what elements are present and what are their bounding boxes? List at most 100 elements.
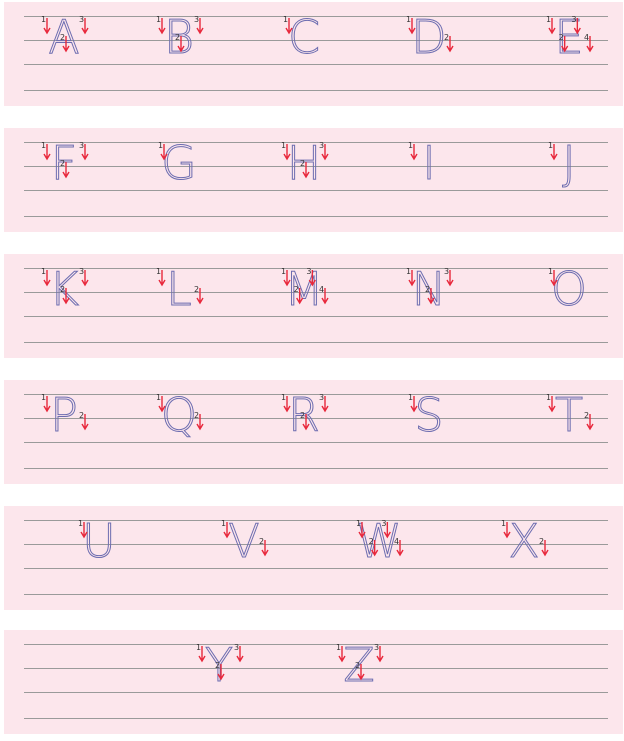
stroke-number: 2 [79, 411, 84, 420]
stroke-arrow-icon [410, 144, 418, 161]
stroke-number: 1 [408, 141, 413, 150]
stroke-arrow-icon [43, 270, 51, 287]
stroke-arrow-icon [177, 36, 185, 53]
stroke-number: 1 [156, 15, 161, 24]
stroke-number: 2 [175, 33, 180, 42]
stroke-arrow-icon [561, 36, 569, 53]
stroke-number: 2 [444, 33, 449, 42]
guide-line-3 [24, 692, 608, 693]
stroke-order-arrows: 123 [41, 267, 89, 305]
stroke-number: 1 [281, 267, 286, 276]
traceable-letter: H [286, 136, 322, 191]
guide-line-2 [24, 418, 608, 419]
stroke-number: 2 [584, 411, 589, 420]
stroke-arrow-icon [503, 522, 511, 539]
stroke-number: 2 [539, 537, 544, 546]
stroke-arrow-icon [408, 270, 416, 287]
stroke-arrow-icon [550, 144, 558, 161]
stroke-arrow-icon [43, 18, 51, 35]
stroke-number: 1 [41, 15, 46, 24]
stroke-number: 2 [300, 411, 305, 420]
stroke-number: 1 [546, 15, 551, 24]
traceable-letter: N [411, 262, 447, 317]
stroke-number: 4 [584, 33, 589, 42]
stroke-number: 3 [374, 643, 379, 652]
stroke-order-arrows: 1 [548, 267, 558, 287]
traceable-letter: A [48, 10, 80, 65]
traceable-letter: G [161, 136, 198, 191]
stroke-order-arrows: 12 [41, 393, 89, 431]
stroke-arrow-icon [357, 664, 365, 681]
stroke-number: 3 [234, 643, 239, 652]
guide-line-4 [24, 718, 608, 719]
stroke-arrow-icon [302, 414, 310, 431]
stroke-arrow-icon [338, 646, 346, 663]
traceable-letter: B [163, 10, 195, 65]
traceable-letter: R [288, 388, 321, 443]
stroke-number: 1 [281, 141, 286, 150]
stroke-arrow-icon [217, 664, 225, 681]
stroke-arrow-icon [283, 144, 291, 161]
traceable-letter: F [50, 136, 78, 191]
stroke-number: 3 [319, 393, 324, 402]
stroke-number: 2 [194, 285, 199, 294]
stroke-order-arrows: 123 [196, 643, 244, 681]
stroke-arrow-icon [296, 288, 304, 305]
stroke-arrow-icon [81, 414, 89, 431]
stroke-number: 1 [196, 643, 201, 652]
traceable-letter: C [287, 10, 321, 65]
stroke-number: 2 [425, 285, 430, 294]
stroke-order-arrows: 12 [156, 393, 204, 431]
guide-line-4 [24, 594, 608, 595]
stroke-number: 3 [79, 141, 84, 150]
stroke-arrow-icon [223, 522, 231, 539]
stroke-arrow-icon [408, 18, 416, 35]
stroke-number: 1 [41, 141, 46, 150]
stroke-order-arrows: 12 [406, 15, 454, 53]
stroke-number: 1 [221, 519, 226, 528]
guide-line-2 [24, 544, 608, 545]
guide-line-3 [24, 190, 608, 191]
stroke-number: 3 [306, 267, 311, 276]
stroke-arrow-icon [261, 540, 269, 557]
stroke-arrow-icon [196, 414, 204, 431]
stroke-arrow-icon [427, 288, 435, 305]
guide-line-4 [24, 468, 608, 469]
traceable-letter: L [166, 262, 193, 317]
guide-line-3 [24, 64, 608, 65]
guide-line-3 [24, 568, 608, 569]
traceable-letter: V [228, 514, 260, 569]
stroke-arrow-icon [446, 36, 454, 53]
stroke-arrow-icon [550, 270, 558, 287]
stroke-arrow-icon [80, 522, 88, 539]
stroke-order-arrows: 1 [283, 15, 293, 35]
traceable-letter: K [48, 262, 80, 317]
stroke-number: 1 [78, 519, 83, 528]
stroke-arrow-icon [43, 144, 51, 161]
stroke-arrow-icon [586, 414, 594, 431]
stroke-arrow-icon [308, 270, 316, 287]
stroke-number: 1 [336, 643, 341, 652]
guide-line-1 [24, 142, 608, 143]
stroke-arrow-icon [81, 270, 89, 287]
stroke-number: 2 [559, 33, 564, 42]
stroke-arrow-icon [62, 162, 70, 179]
stroke-number: 1 [406, 15, 411, 24]
traceable-letter: S [414, 388, 444, 443]
stroke-arrow-icon [196, 288, 204, 305]
stroke-order-arrows: 123 [336, 643, 384, 681]
traceable-letter: Q [160, 388, 198, 443]
